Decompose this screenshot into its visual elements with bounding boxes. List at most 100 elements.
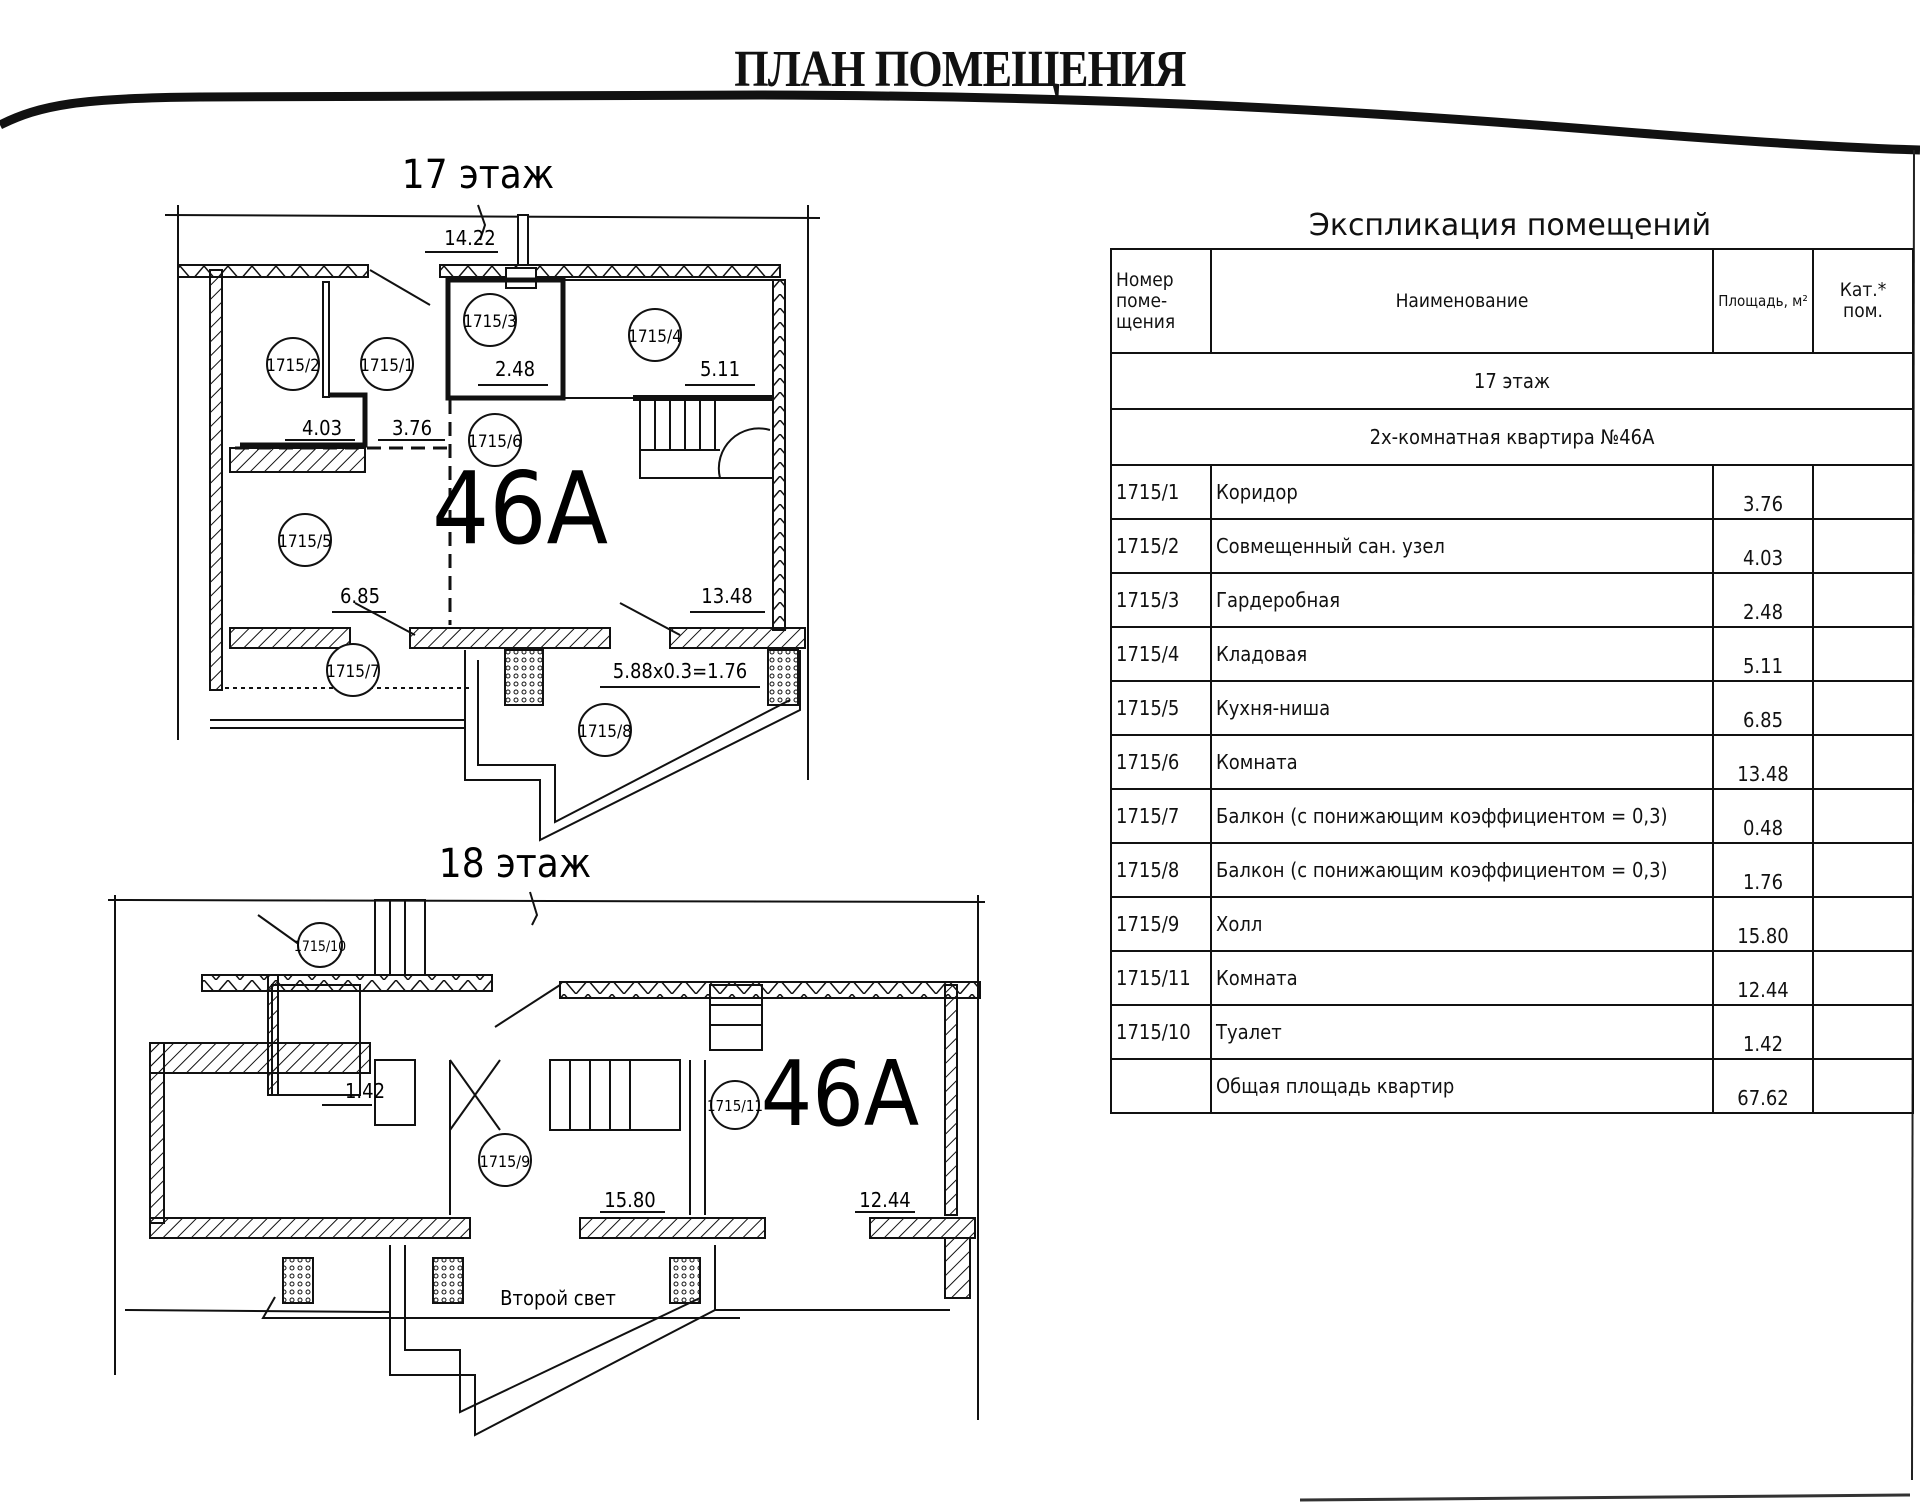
room-marker-1715-1: 1715/1 3.76 xyxy=(360,337,445,441)
frame-bottom-edge xyxy=(1299,1493,1911,1502)
floor-18-plan: 18 этаж xyxy=(107,841,986,1437)
document-title: ПЛАН ПОМЕЩЕНИЯ xyxy=(734,41,1186,98)
cell-number: 1715/11 xyxy=(1110,950,1212,1006)
floor-row: 17 этаж xyxy=(1110,352,1914,410)
floor-row-label: 17 этаж xyxy=(1110,352,1914,410)
cell-category xyxy=(1812,518,1914,574)
cell-name: Комната xyxy=(1210,734,1714,790)
cell-category xyxy=(1812,950,1914,1006)
cell-category xyxy=(1812,1004,1914,1060)
cell-name: Балкон (с понижающим коэффициентом = 0,3… xyxy=(1210,788,1714,844)
cell-category xyxy=(1812,572,1914,628)
total-area: 67.62 xyxy=(1712,1058,1814,1114)
total-number xyxy=(1110,1058,1212,1114)
room-area-1715-3: 2.48 xyxy=(495,357,535,381)
header-number: Номер поме- щения xyxy=(1110,248,1212,354)
cell-number: 1715/5 xyxy=(1110,680,1212,736)
svg-text:1715/11: 1715/11 xyxy=(707,1097,763,1115)
total-row: Общая площадь квартир 67.62 xyxy=(1110,1058,1914,1114)
room-area-1715-1: 3.76 xyxy=(392,416,432,440)
floor-17-plan: 17 этаж 14.22 xyxy=(164,152,821,842)
cell-category xyxy=(1812,680,1914,736)
header-category: Кат.* пом. xyxy=(1812,248,1914,354)
cell-number: 1715/1 xyxy=(1110,464,1212,520)
room-marker-1715-11: 1715/11 12.44 xyxy=(707,1080,915,1213)
svg-text:1715/9: 1715/9 xyxy=(480,1152,531,1171)
cell-number: 1715/3 xyxy=(1110,572,1212,628)
cell-name: Кладовая xyxy=(1210,626,1714,682)
floor-17-label: 17 этаж xyxy=(402,152,554,198)
cell-number: 1715/2 xyxy=(1110,518,1212,574)
cell-category xyxy=(1812,788,1914,844)
room-area-1715-10: 1.42 xyxy=(345,1079,385,1103)
cell-number: 1715/4 xyxy=(1110,626,1212,682)
header-rule xyxy=(0,90,1920,155)
cell-name: Туалет xyxy=(1210,1004,1714,1060)
room-marker-1715-8: 1715/8 5.88x0.3=1.76 xyxy=(578,659,760,757)
room-marker-1715-10: 1715/10 xyxy=(294,922,346,968)
cell-area: 5.11 xyxy=(1712,626,1814,682)
explication-title: Экспликация помещений xyxy=(1308,208,1712,243)
cell-category xyxy=(1812,734,1914,790)
table-header-row: Номер поме- щения Наименование Площадь, … xyxy=(1110,248,1914,354)
room-marker-1715-5: 1715/5 6.85 xyxy=(278,513,386,613)
svg-text:1715/4: 1715/4 xyxy=(628,327,682,347)
svg-text:1715/1: 1715/1 xyxy=(360,356,414,376)
cell-category xyxy=(1812,842,1914,898)
cell-area: 2.48 xyxy=(1712,572,1814,628)
cell-area: 15.80 xyxy=(1712,896,1814,952)
cell-number: 1715/9 xyxy=(1110,896,1212,952)
frame-right-edge xyxy=(1911,149,1915,1481)
cell-name: Холл xyxy=(1210,896,1714,952)
cell-category xyxy=(1812,464,1914,520)
cell-name: Совмещенный сан. узел xyxy=(1210,518,1714,574)
cell-name: Коридор xyxy=(1210,464,1714,520)
room-marker-1715-6: 1715/6 13.48 xyxy=(468,413,765,613)
total-name: Общая площадь квартир xyxy=(1210,1058,1714,1114)
room-area-1715-4: 5.11 xyxy=(700,357,740,381)
room-area-1715-11: 12.44 xyxy=(859,1188,911,1212)
floor-17-apartment-label: 46А xyxy=(432,450,608,567)
cell-area: 0.48 xyxy=(1712,788,1814,844)
svg-text:1715/6: 1715/6 xyxy=(468,432,522,452)
room-area-1715-8: 5.88x0.3=1.76 xyxy=(613,659,747,683)
room-marker-1715-3: 1715/3 2.48 xyxy=(463,293,548,386)
svg-text:1715/5: 1715/5 xyxy=(278,532,332,552)
room-marker-1715-9: 1715/9 15.80 xyxy=(478,1133,665,1213)
room-area-1715-6: 13.48 xyxy=(701,584,753,608)
svg-text:1715/10: 1715/10 xyxy=(294,939,346,955)
cell-name: Балкон (с понижающим коэффициентом = 0,3… xyxy=(1210,842,1714,898)
cell-number: 1715/10 xyxy=(1110,1004,1212,1060)
total-category xyxy=(1812,1058,1914,1114)
cell-number: 1715/6 xyxy=(1110,734,1212,790)
room-marker-1715-7: 1715/7 xyxy=(326,643,380,697)
cell-number: 1715/8 xyxy=(1110,842,1212,898)
second-light-label: Второй свет xyxy=(500,1286,616,1310)
room-marker-1715-4: 1715/4 5.11 xyxy=(628,308,755,386)
cell-category xyxy=(1812,626,1914,682)
cell-area: 6.85 xyxy=(1712,680,1814,736)
floor-18-label: 18 этаж xyxy=(439,841,591,887)
svg-text:1715/7: 1715/7 xyxy=(326,662,380,682)
cell-name: Гардеробная xyxy=(1210,572,1714,628)
cell-category xyxy=(1812,896,1914,952)
cell-area: 4.03 xyxy=(1712,518,1814,574)
cell-area: 3.76 xyxy=(1712,464,1814,520)
floor-plans: 17 этаж 14.22 xyxy=(107,152,986,1437)
cell-area: 1.76 xyxy=(1712,842,1814,898)
apartment-row-label: 2х-комнатная квартира №46А xyxy=(1110,408,1914,466)
room-area-1715-9: 15.80 xyxy=(604,1188,656,1212)
corridor-area-label: 14.22 xyxy=(444,226,496,250)
cell-area: 13.48 xyxy=(1712,734,1814,790)
